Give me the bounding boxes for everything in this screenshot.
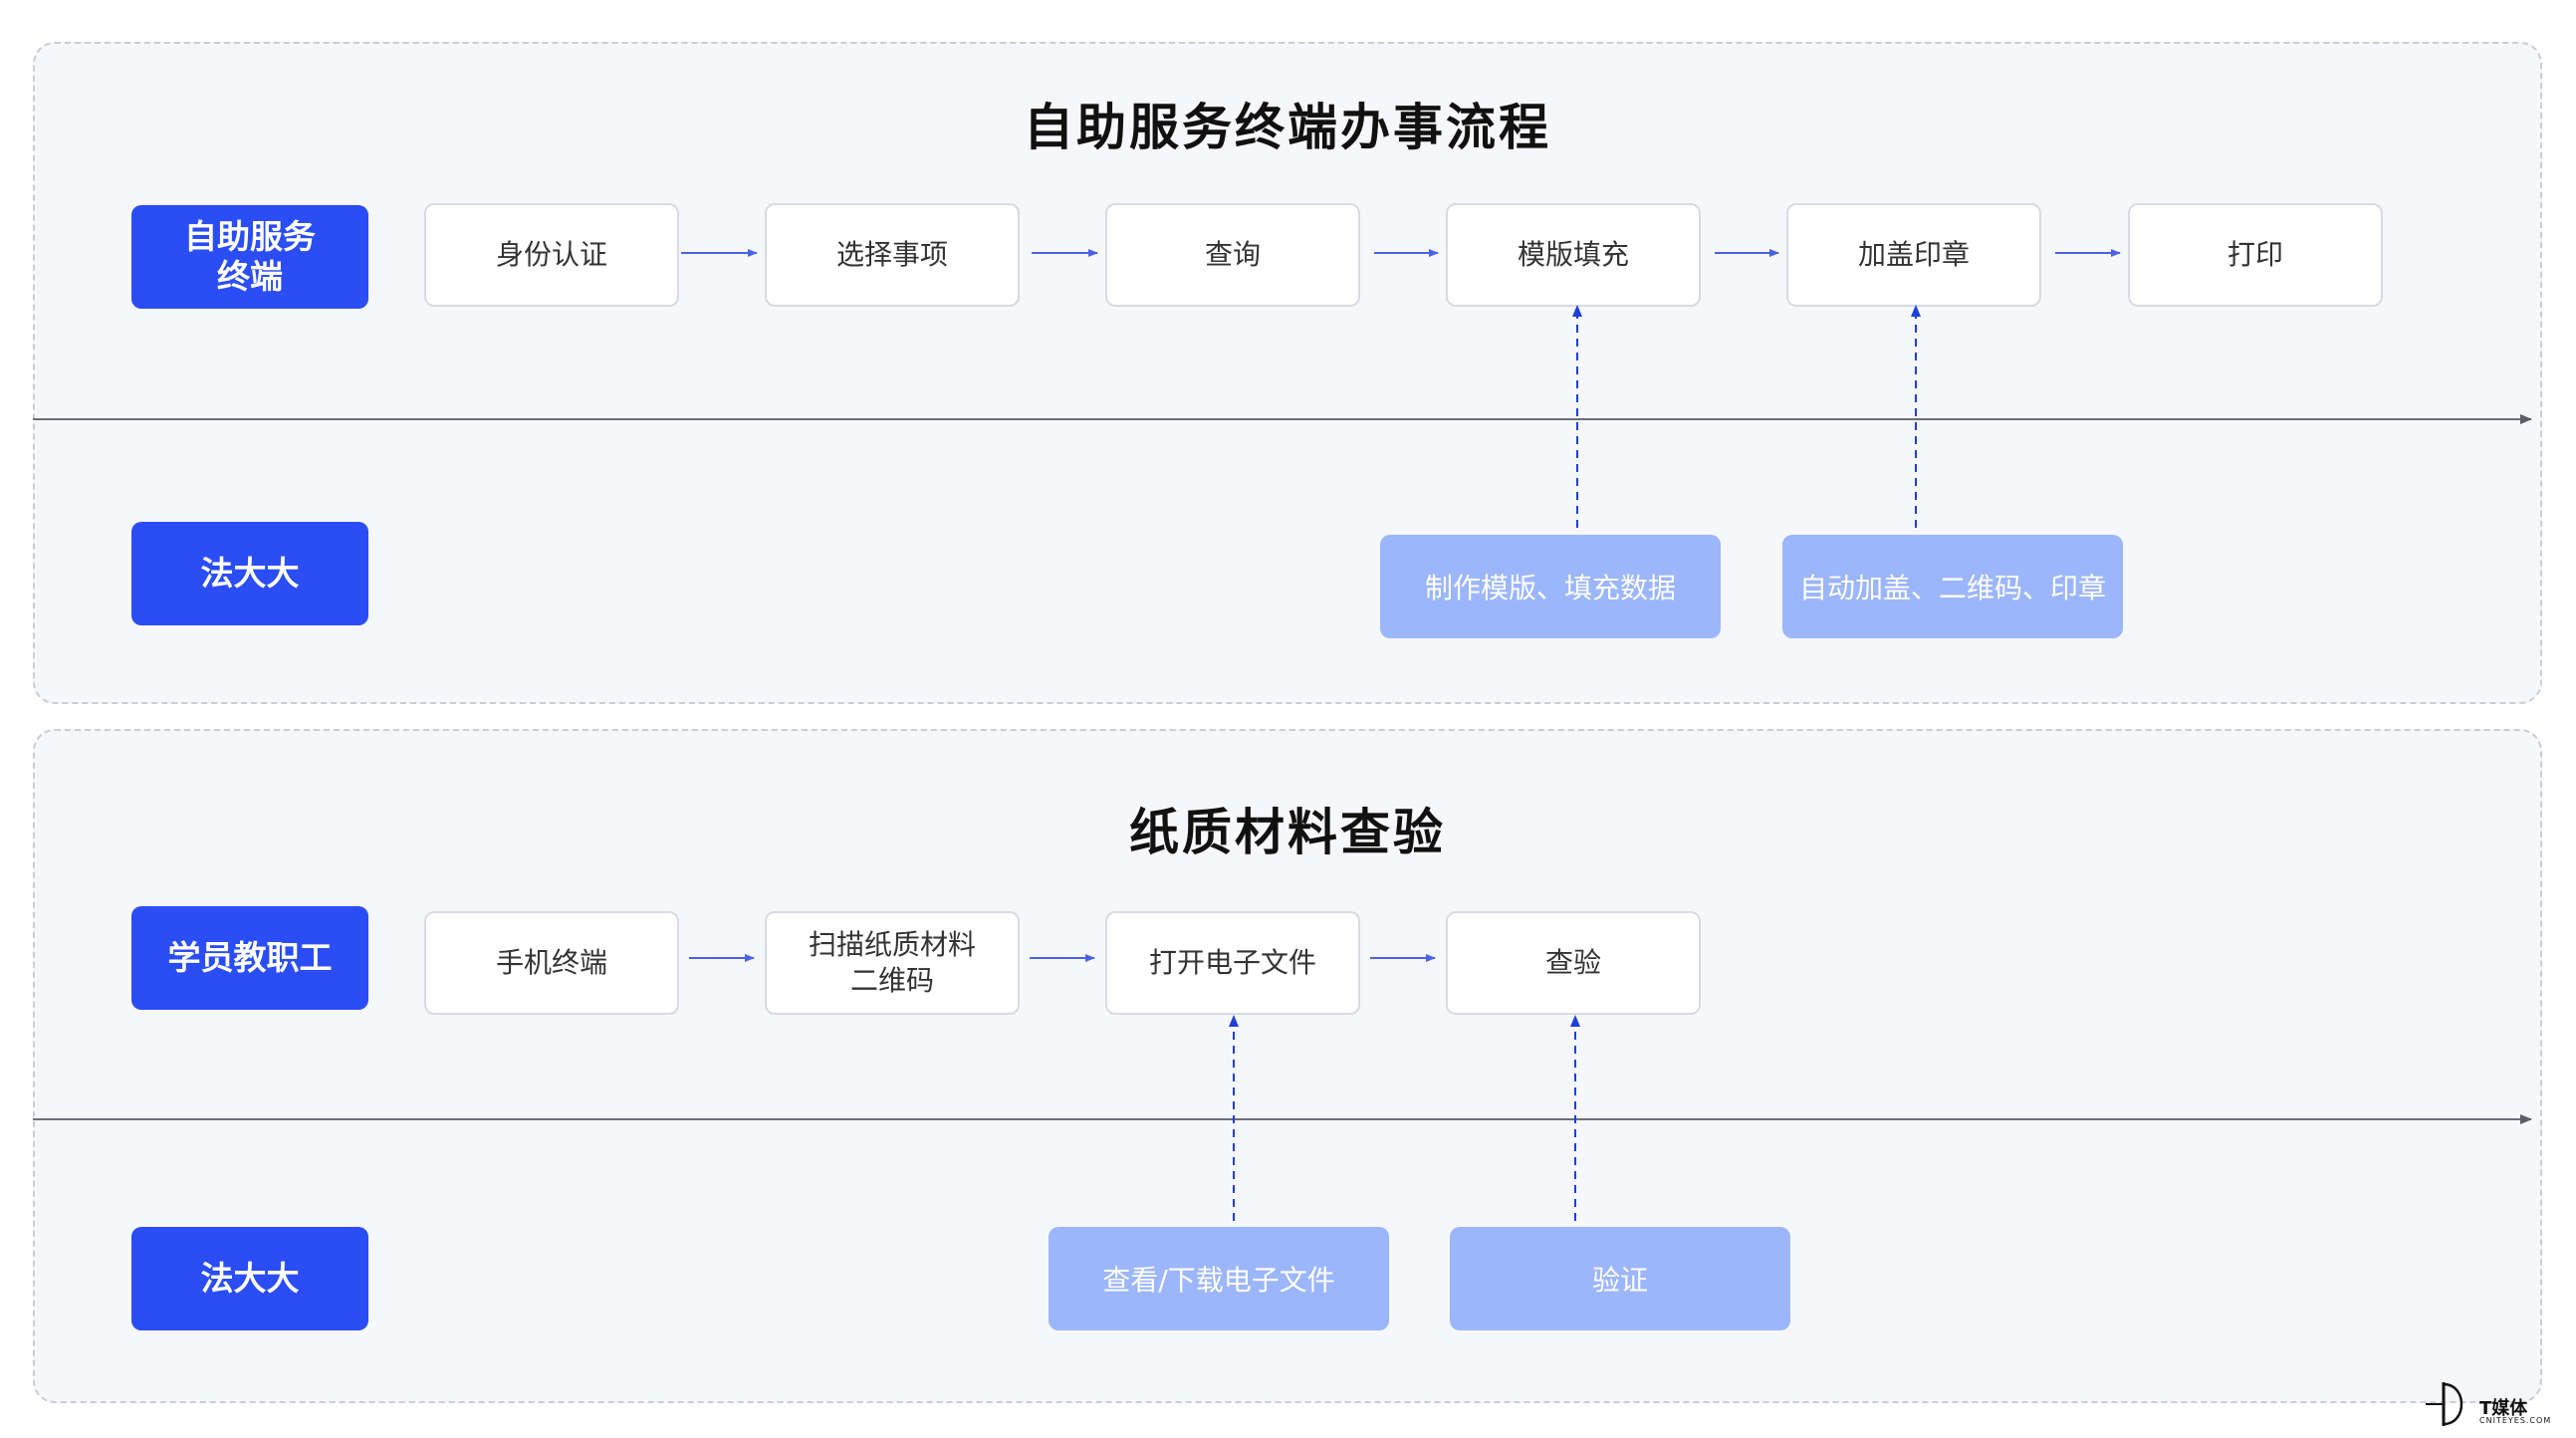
support-validate: 验证 (1450, 1227, 1790, 1330)
panel-title: 自助服务终端办事流程 (1024, 99, 1551, 156)
step-query: 查询 (1105, 203, 1360, 307)
step-select-item: 选择事项 (765, 203, 1020, 307)
support-make-template: 制作模版、填充数据 (1380, 535, 1721, 638)
lane-label-fadada: 法大大 (131, 522, 368, 625)
step-identity-auth: 身份认证 (424, 203, 679, 307)
step-print: 打印 (2128, 203, 2383, 307)
panel-self-service: 自助服务终端办事流程 (33, 42, 2542, 704)
step-stamp: 加盖印章 (1786, 203, 2041, 307)
support-view-download: 查看/下载电子文件 (1049, 1227, 1389, 1330)
watermark-logo: T媒体 CNITEYES.COM (2420, 1374, 2574, 1434)
step-template-fill: 模版填充 (1446, 203, 1701, 307)
step-open-file: 打开电子文件 (1105, 911, 1360, 1015)
panel-title: 纸质材料查验 (1129, 804, 1446, 861)
logo-text: T媒体 (2479, 1398, 2528, 1419)
step-scan-qr: 扫描纸质材料 二维码 (765, 911, 1020, 1015)
step-verify: 查验 (1446, 911, 1701, 1015)
lane-label-self-service-terminal: 自助服务 终端 (131, 205, 368, 309)
support-auto-stamp: 自动加盖、二维码、印章 (1782, 535, 2123, 638)
lane-label-fadada: 法大大 (131, 1227, 368, 1330)
step-mobile-terminal: 手机终端 (424, 911, 679, 1015)
lane-label-students-staff: 学员教职工 (131, 906, 368, 1010)
logo-subtext: CNITEYES.COM (2479, 1416, 2552, 1425)
logo-mark-icon (2426, 1382, 2463, 1426)
